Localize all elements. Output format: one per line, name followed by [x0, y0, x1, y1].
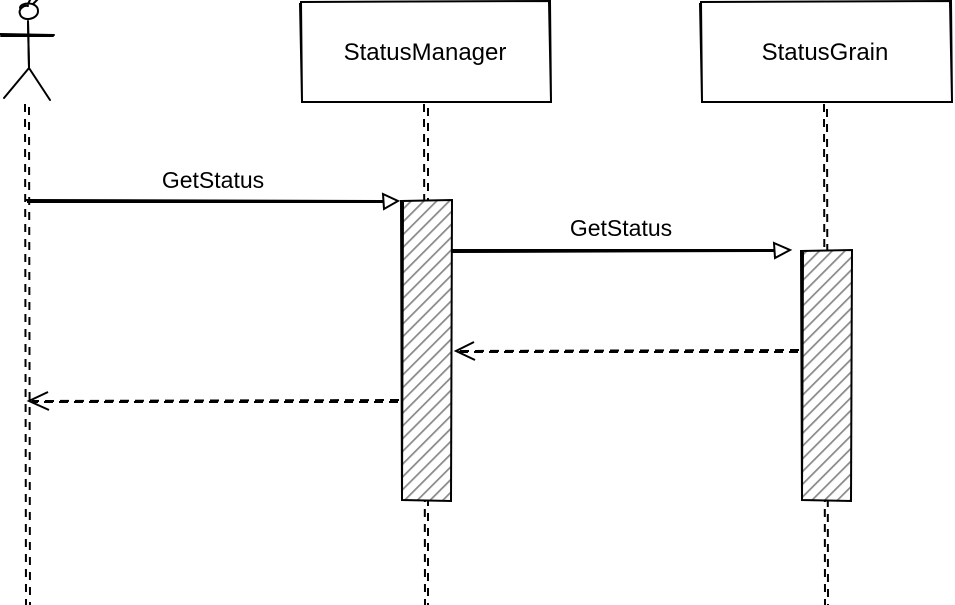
participant-status-manager[interactable]: StatusManager — [299, 0, 553, 103]
message-label: GetStatus — [162, 167, 264, 193]
lifeline-status-grain — [823, 103, 829, 605]
message-status-manager-to-status-grain: GetStatus — [451, 215, 793, 260]
message-actor-to-status-manager: GetStatus — [25, 167, 401, 211]
return-status-manager-to-actor — [26, 391, 400, 411]
participant-box — [299, 0, 553, 103]
message-label: GetStatus — [570, 215, 672, 241]
participant-label: StatusGrain — [762, 39, 889, 66]
lifeline-status-manager — [423, 103, 429, 605]
activation-bar-status-manager — [399, 198, 454, 503]
return-status-grain-to-status-manager — [453, 341, 800, 361]
stick-figure-icon — [0, 0, 55, 101]
participant-label: StatusManager — [344, 39, 507, 66]
lifeline-actor — [24, 103, 31, 605]
actor-participant[interactable] — [0, 0, 55, 101]
participant-box — [699, 0, 954, 103]
activation-bar-status-grain — [799, 248, 854, 503]
participant-status-grain[interactable]: StatusGrain — [699, 0, 954, 103]
